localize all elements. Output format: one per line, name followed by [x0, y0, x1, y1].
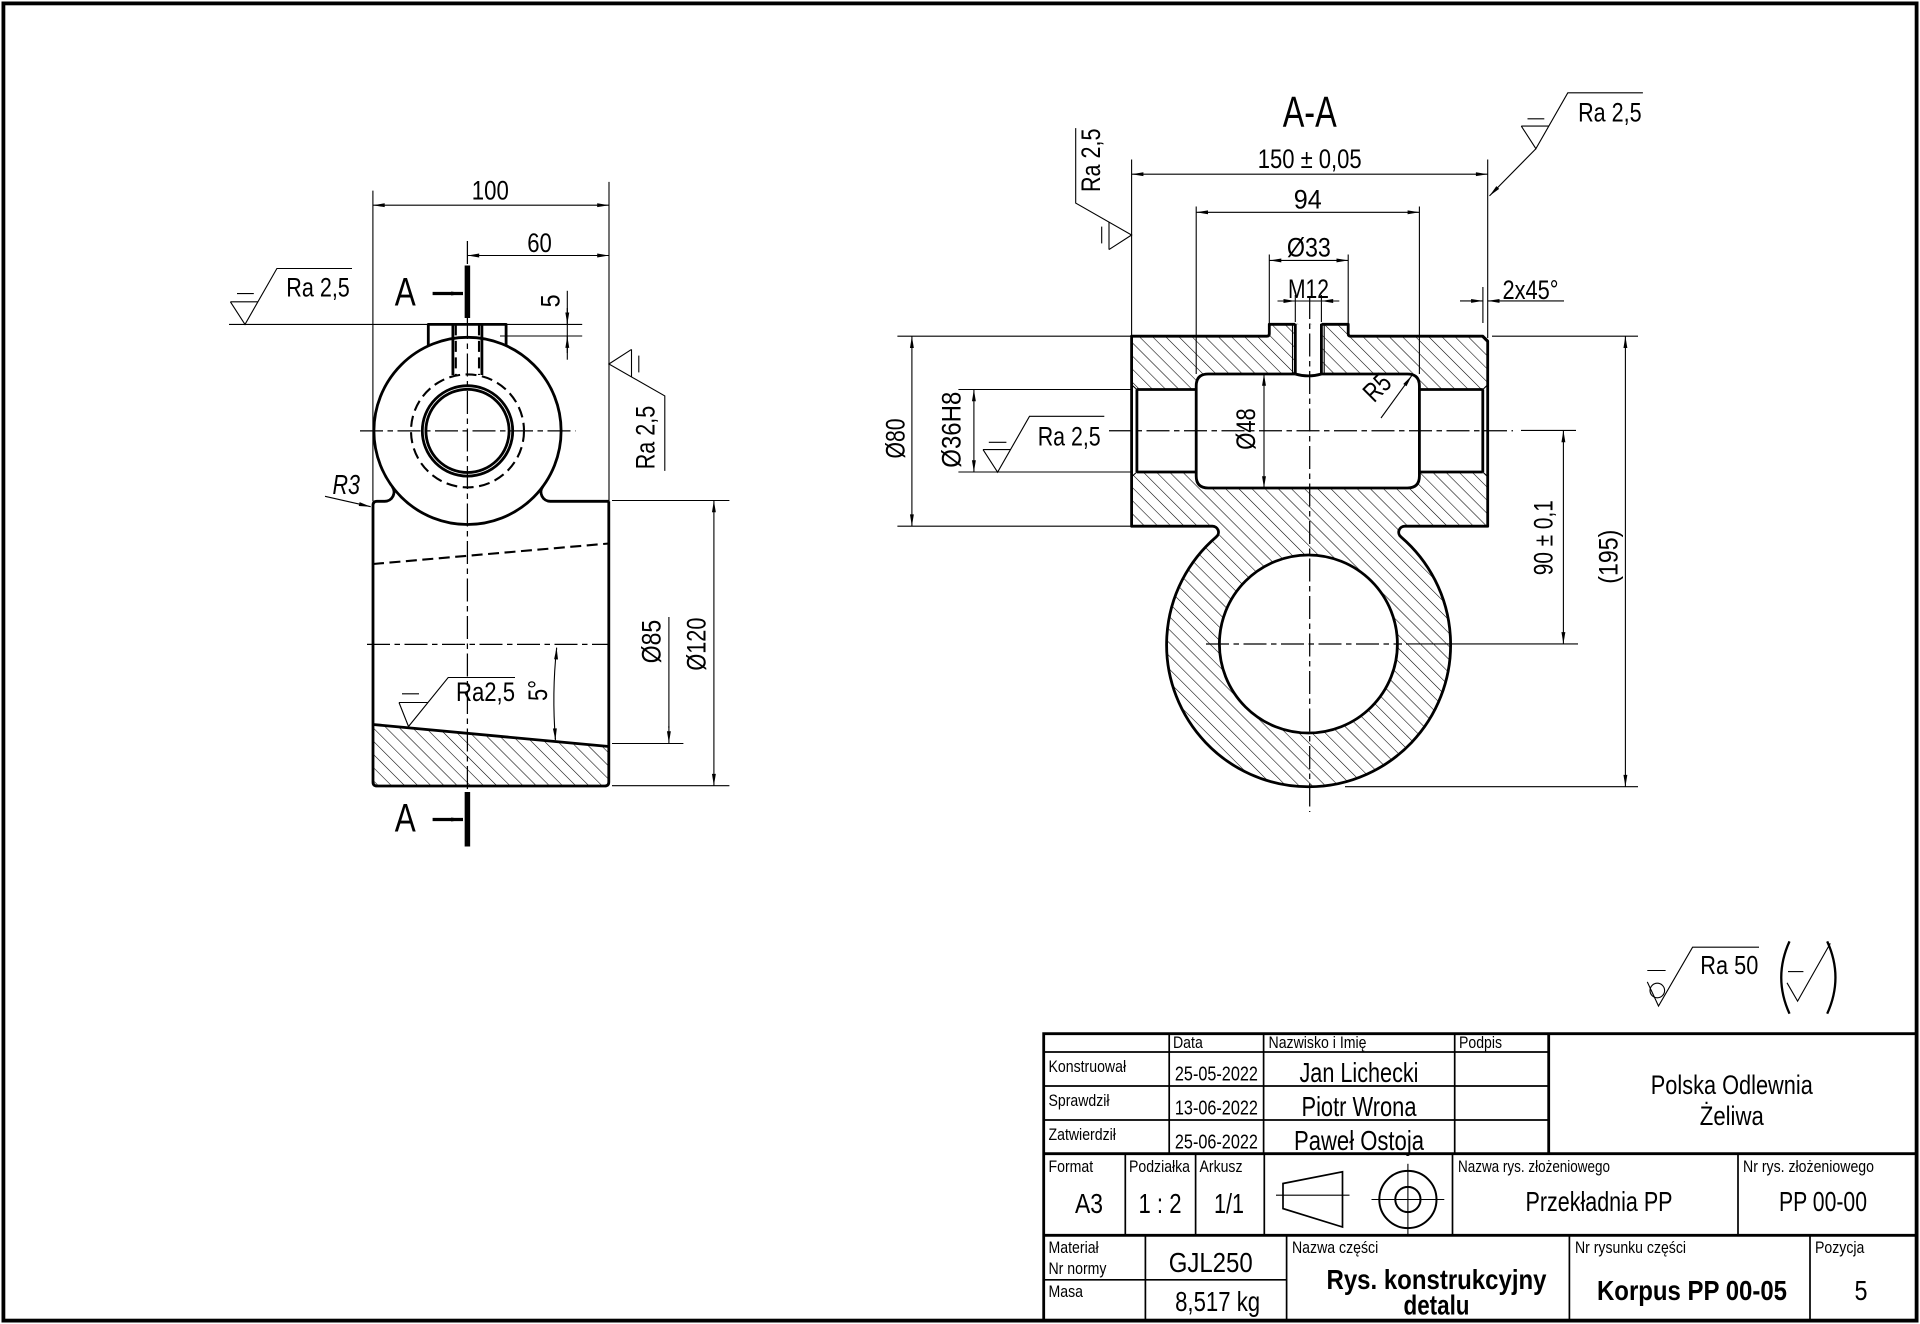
svg-text:A: A: [395, 797, 416, 841]
svg-text:150 ± 0,05: 150 ± 0,05: [1258, 144, 1362, 174]
svg-text:Format: Format: [1049, 1157, 1094, 1176]
svg-text:Konstruował: Konstruował: [1049, 1057, 1127, 1076]
svg-text:25-05-2022: 25-05-2022: [1175, 1064, 1258, 1086]
svg-text:Data: Data: [1173, 1033, 1203, 1052]
svg-text:8,517 kg: 8,517 kg: [1175, 1286, 1260, 1317]
svg-text:M12: M12: [1288, 274, 1329, 304]
svg-text:Podpis: Podpis: [1459, 1033, 1502, 1052]
svg-text:Nazwisko i Imię: Nazwisko i Imię: [1269, 1033, 1367, 1052]
svg-text:Ø120: Ø120: [682, 618, 712, 671]
svg-text:Ra 2,5: Ra 2,5: [1038, 422, 1101, 452]
svg-text:1/1: 1/1: [1214, 1188, 1244, 1219]
svg-text:Nazwa części: Nazwa części: [1292, 1238, 1378, 1257]
svg-text:Paweł Ostoja: Paweł Ostoja: [1294, 1125, 1424, 1156]
svg-text:Masa: Masa: [1049, 1282, 1084, 1301]
svg-text:A-A: A-A: [1283, 88, 1337, 137]
svg-text:Ø36H8: Ø36H8: [937, 392, 967, 468]
svg-text:Ra2,5: Ra2,5: [456, 677, 515, 707]
svg-text:Korpus PP 00-05: Korpus PP 00-05: [1597, 1275, 1787, 1306]
svg-text:PP 00-00: PP 00-00: [1779, 1186, 1867, 1217]
svg-text:Nr rys. złożeniowego: Nr rys. złożeniowego: [1743, 1157, 1874, 1176]
svg-text:Ø85: Ø85: [637, 620, 667, 664]
svg-text:Ra 2,5: Ra 2,5: [1076, 129, 1106, 193]
svg-text:1 : 2: 1 : 2: [1139, 1188, 1182, 1219]
svg-text:Jan Lichecki: Jan Lichecki: [1300, 1057, 1419, 1088]
svg-text:Podziałka: Podziałka: [1129, 1157, 1190, 1176]
svg-text:2x45°: 2x45°: [1503, 275, 1559, 305]
svg-text:Sprawdził: Sprawdził: [1049, 1091, 1110, 1110]
svg-text:(195): (195): [1594, 530, 1624, 584]
svg-text:Nr rysunku części: Nr rysunku części: [1575, 1238, 1686, 1257]
svg-text:Arkusz: Arkusz: [1200, 1157, 1243, 1176]
svg-text:Nazwa rys. złożeniowego: Nazwa rys. złożeniowego: [1458, 1157, 1610, 1176]
svg-text:25-06-2022: 25-06-2022: [1175, 1132, 1258, 1154]
svg-text:detalu: detalu: [1404, 1290, 1470, 1321]
svg-text:Piotr Wrona: Piotr Wrona: [1302, 1091, 1417, 1122]
svg-text:13-06-2022: 13-06-2022: [1175, 1098, 1258, 1120]
svg-text:Materiał: Materiał: [1049, 1238, 1099, 1257]
svg-text:Ø48: Ø48: [1231, 408, 1261, 450]
svg-text:60: 60: [527, 228, 552, 258]
svg-text:Ra 2,5: Ra 2,5: [286, 273, 350, 303]
svg-text:Rys. konstrukcyjny: Rys. konstrukcyjny: [1327, 1264, 1547, 1295]
svg-text:Przekładnia PP: Przekładnia PP: [1526, 1186, 1673, 1217]
svg-text:94: 94: [1294, 185, 1322, 215]
svg-text:100: 100: [472, 175, 509, 205]
svg-text:Ra 50: Ra 50: [1700, 950, 1758, 980]
svg-text:Ra 2,5: Ra 2,5: [631, 406, 661, 470]
svg-text:5: 5: [536, 294, 566, 307]
svg-text:Żeliwa: Żeliwa: [1700, 1100, 1765, 1131]
svg-text:R3: R3: [332, 469, 360, 500]
svg-text:Ra 2,5: Ra 2,5: [1578, 98, 1642, 128]
svg-text:GJL250: GJL250: [1169, 1247, 1253, 1278]
svg-text:Pozycja: Pozycja: [1815, 1238, 1865, 1257]
svg-text:5: 5: [1855, 1275, 1868, 1306]
svg-text:90 ± 0,1: 90 ± 0,1: [1529, 500, 1559, 575]
svg-text:Ø80: Ø80: [881, 419, 911, 459]
svg-text:Zatwierdził: Zatwierdził: [1049, 1125, 1117, 1144]
svg-text:A3: A3: [1075, 1188, 1103, 1219]
svg-text:5°: 5°: [523, 680, 553, 701]
svg-text:A: A: [395, 271, 416, 315]
svg-text:Nr normy: Nr normy: [1049, 1259, 1107, 1278]
svg-text:Polska Odlewnia: Polska Odlewnia: [1651, 1070, 1814, 1100]
svg-text:Ø33: Ø33: [1287, 233, 1331, 263]
